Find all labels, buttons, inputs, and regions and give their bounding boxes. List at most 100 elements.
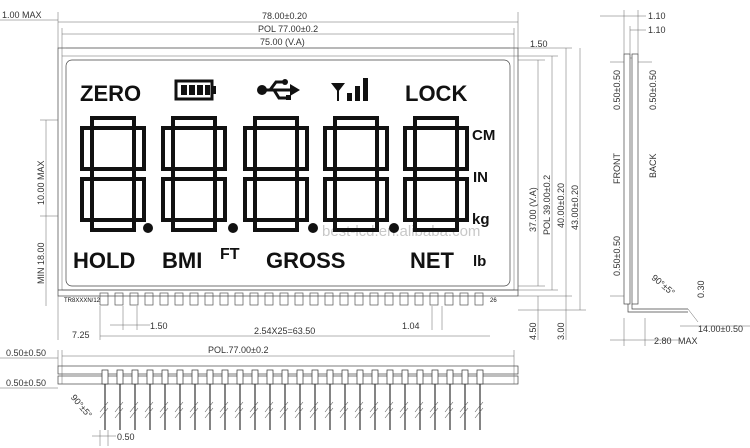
segment — [323, 177, 337, 222]
side-280: 2.80 — [654, 336, 672, 346]
lb-label: lb — [473, 253, 486, 270]
segment — [171, 116, 217, 130]
pin-pad — [459, 292, 469, 306]
pin — [324, 369, 334, 430]
pin-pad — [444, 292, 454, 306]
bottom-angle: 90°±5° — [69, 393, 94, 421]
pin-pad — [279, 292, 289, 306]
pin — [264, 369, 274, 430]
bmi-label: BMI — [162, 248, 202, 273]
pin — [354, 369, 364, 430]
pin-pad — [339, 292, 349, 306]
pin-count-label: 26 — [490, 298, 497, 304]
hold-label: HOLD — [73, 248, 135, 273]
segment — [171, 167, 217, 181]
dim-bottom-gap1: 4.50 — [528, 322, 538, 340]
segment — [333, 116, 379, 130]
digit-3 — [243, 116, 309, 232]
segment — [90, 167, 136, 181]
pin-pad — [189, 292, 199, 306]
segment — [243, 177, 257, 222]
side-front-dim: 0.50±0.50 — [612, 70, 622, 110]
watermark: best-lcd.en.alibaba.com — [322, 223, 480, 240]
decimal-point-2 — [228, 223, 238, 233]
pin — [369, 369, 379, 430]
side-top1: 1.10 — [648, 11, 666, 21]
dim-pin-start: 1.50 — [150, 321, 168, 331]
segment — [90, 116, 136, 130]
segment — [375, 177, 389, 222]
segment — [455, 177, 469, 222]
dim-pol-height: POL 39.00±0.2 — [542, 175, 552, 235]
pin-pad — [159, 292, 169, 306]
segment — [213, 126, 227, 171]
segment — [403, 126, 417, 171]
pin — [414, 369, 424, 430]
pin-pad — [204, 292, 214, 306]
dim-right-gap: 1.50 — [530, 39, 548, 49]
pin — [144, 369, 154, 430]
pin — [159, 369, 169, 430]
segment — [171, 218, 217, 232]
dim-glass-height: 40.00±0.20 — [556, 183, 566, 228]
pin-pads — [99, 292, 484, 306]
segment — [295, 177, 309, 222]
pin — [234, 369, 244, 430]
segment — [333, 218, 379, 232]
dim-total-height: 43.00±0.20 — [570, 185, 580, 230]
pin-pad — [399, 292, 409, 306]
pin — [99, 369, 109, 430]
pin — [279, 369, 289, 430]
gross-label: GROSS — [266, 248, 345, 273]
segment — [403, 177, 417, 222]
pin-pad — [264, 292, 274, 306]
pin-pad — [144, 292, 154, 306]
segment — [132, 177, 146, 222]
dim-overall-width: 78.00±0.20 — [262, 11, 307, 21]
dim-left-min: MIN 18.00 — [36, 242, 46, 284]
signal-icon — [331, 78, 368, 101]
side-front-label: FRONT — [612, 153, 622, 184]
pin — [399, 369, 409, 430]
part-number: TR8XXXN/12 — [64, 298, 101, 304]
bottom-left2: 0.50±0.50 — [6, 378, 46, 388]
side-pin-len: 14.00±0.50 — [698, 324, 743, 334]
pin-pad — [414, 292, 424, 306]
segment — [90, 218, 136, 232]
in-label: IN — [473, 169, 488, 186]
pin-pad — [99, 292, 109, 306]
battery-icon — [174, 79, 216, 101]
bottom-pol: POL.77.00±0.2 — [208, 345, 268, 355]
digit-2 — [161, 116, 227, 232]
decimal-point-1 — [143, 223, 153, 233]
segment — [375, 126, 389, 171]
segment — [413, 218, 459, 232]
net-label: NET — [410, 248, 455, 273]
pin — [309, 369, 319, 430]
decimal-point-4 — [389, 223, 399, 233]
pin — [174, 369, 184, 430]
segment — [253, 167, 299, 181]
ft-label: FT — [220, 246, 240, 263]
segment — [413, 116, 459, 130]
side-back-label: BACK — [648, 153, 658, 178]
cm-label: CM — [472, 127, 495, 144]
pin-pad — [174, 292, 184, 306]
bottom-pins — [99, 369, 484, 430]
segment — [455, 126, 469, 171]
pin — [114, 369, 124, 430]
kg-label: kg — [472, 211, 490, 228]
pin — [294, 369, 304, 430]
dim-bottom-gap2: 3.00 — [556, 322, 566, 340]
pin — [384, 369, 394, 430]
pin-pad — [219, 292, 229, 306]
pin-pad — [114, 292, 124, 306]
bottom-view: 0.50±0.50 POL.77.00±0.2 0.50±0.50 90°±5°… — [0, 345, 519, 446]
segment — [243, 126, 257, 171]
pin — [429, 369, 439, 430]
pin-pad — [129, 292, 139, 306]
segment — [323, 126, 337, 171]
pin — [474, 369, 484, 430]
digit-4 — [323, 116, 389, 232]
